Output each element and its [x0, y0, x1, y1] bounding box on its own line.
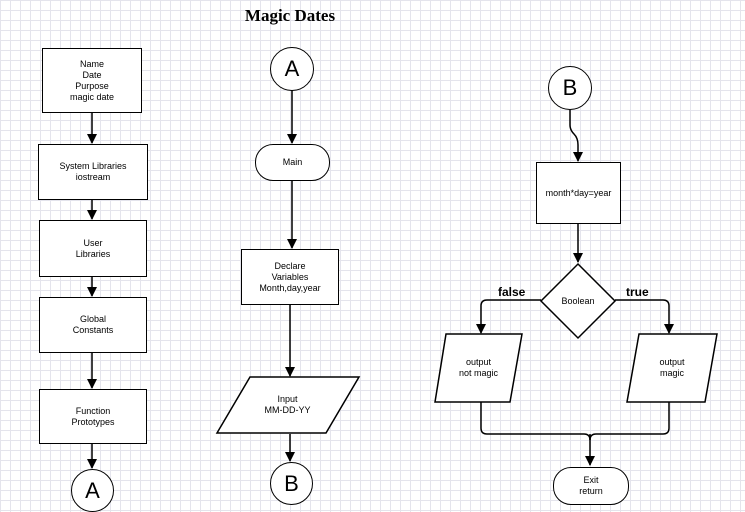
exit-terminator: Exit return: [553, 467, 629, 505]
connector-b-bottom-label: B: [284, 470, 299, 496]
connector-b-bottom: B: [270, 462, 313, 505]
user-libraries-label: User Libraries: [75, 237, 111, 259]
declare-variables-label: Declare Variables Month,day,year: [259, 260, 321, 293]
connector-a-bottom: A: [71, 469, 114, 512]
output-false-label: output not magic: [458, 357, 499, 378]
declare-variables-box: Declare Variables Month,day,year: [241, 249, 339, 305]
system-libraries-box: System Libraries iostream: [38, 144, 148, 200]
connector-a-top: A: [270, 47, 314, 91]
main-terminator: Main: [255, 144, 330, 181]
process-box: month*day=year: [536, 162, 621, 224]
exit-label: Exit return: [579, 475, 603, 496]
global-constants-box: Global Constants: [39, 297, 147, 353]
input-parallelogram: [215, 376, 361, 434]
output-false-label-wrap: output not magic: [446, 334, 511, 402]
decision-label: Boolean: [561, 295, 595, 306]
output-true-label-wrap: output magic: [638, 334, 706, 402]
function-prototypes-label: Function Prototypes: [71, 405, 115, 427]
process-label: month*day=year: [545, 187, 612, 198]
output-true-label: output magic: [659, 357, 685, 378]
input-label: Input MM-DD-YY: [264, 394, 311, 415]
line-false-merge: [480, 402, 591, 441]
user-libraries-box: User Libraries: [39, 220, 147, 277]
header-box: Name Date Purpose magic date: [42, 48, 142, 113]
decision-diamond: [539, 262, 617, 340]
arrow-decision-to-false: [476, 299, 541, 334]
output-true-parallelogram: [626, 333, 718, 403]
main-label: Main: [282, 157, 303, 167]
line-true-merge: [589, 402, 670, 441]
true-edge-label: true: [626, 285, 649, 299]
connector-a-bottom-label: A: [85, 477, 100, 503]
system-libraries-label: System Libraries iostream: [59, 161, 127, 182]
connector-a-top-label: A: [284, 56, 300, 81]
false-edge-label: false: [498, 285, 526, 299]
arrow-decision-to-true: [615, 299, 674, 334]
function-prototypes-box: Function Prototypes: [39, 389, 147, 444]
connector-b-top-label: B: [562, 75, 578, 100]
arrow-b-to-process: [569, 110, 583, 162]
header-box-label: Name Date Purpose magic date: [69, 58, 115, 102]
input-label-wrap: Input MM-DD-YY: [240, 377, 335, 433]
global-constants-label: Global Constants: [72, 314, 114, 335]
output-false-parallelogram: [434, 333, 523, 403]
decision-label-wrap: Boolean: [548, 290, 608, 312]
diagram-title: Magic Dates: [244, 6, 336, 25]
connector-b-top: B: [548, 66, 592, 110]
